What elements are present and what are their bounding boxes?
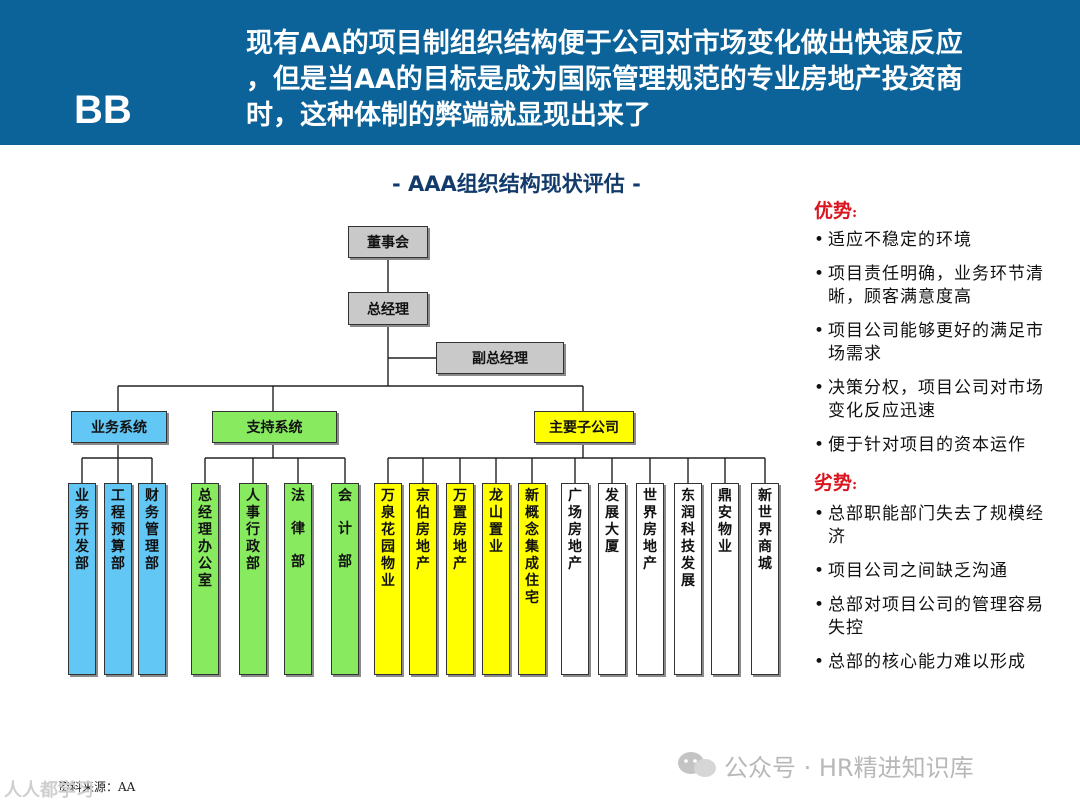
org-unit-label: 新概念集成住宅: [525, 488, 539, 606]
advantage-item: 便于针对项目的资本运作: [814, 434, 1046, 457]
org-unit-support: 总经理办公室: [191, 483, 219, 675]
disadvantages-heading: 劣势:: [814, 468, 1046, 495]
org-unit-subsidiary-main: 龙山置业: [482, 483, 510, 675]
org-box-business-system: 业务系统: [71, 411, 167, 443]
header-bar: BB 现有AA的项目制组织结构便于公司对市场变化做出快速反应 ，但是当AA的目标…: [0, 0, 1080, 145]
org-unit-label: 总经理办公室: [198, 488, 212, 589]
source-note: 资料来源：AA: [58, 780, 136, 794]
assessment-panel: 优势: 适应不稳定的环境 项目责任明确，业务环节清晰，顾客满意度高 项目公司能够…: [814, 196, 1046, 685]
advantage-item: 决策分权，项目公司对市场变化反应迅速: [814, 377, 1046, 423]
org-unit-support: 法律部: [284, 483, 312, 675]
org-unit-label: 世界房地产: [643, 488, 657, 572]
org-unit-label: 新世界商城: [758, 488, 772, 572]
org-unit-business: 财务管理部: [138, 483, 166, 675]
org-unit-support: 会计部: [331, 483, 359, 675]
advantages-heading: 优势:: [814, 196, 1046, 223]
org-unit-subsidiary-other: 鼎安物业: [711, 483, 739, 675]
disadvantage-item: 项目公司之间缺乏沟通: [814, 560, 1046, 583]
org-unit-label: 万置房地产: [453, 488, 467, 572]
disadvantage-item: 总部的核心能力难以形成: [814, 651, 1046, 674]
org-unit-label: 人事行政部: [246, 488, 260, 572]
org-unit-label: 鼎安物业: [718, 488, 732, 555]
disadvantage-item: 总部对项目公司的管理容易失控: [814, 594, 1046, 640]
org-box-deputy-general-manager: 副总经理: [436, 342, 564, 374]
org-unit-support: 人事行政部: [239, 483, 267, 675]
org-unit-subsidiary-other: 新世界商城: [751, 483, 779, 675]
org-unit-subsidiary-main: 万置房地产: [446, 483, 474, 675]
org-unit-label: 广场房地产: [568, 488, 582, 572]
org-unit-subsidiary-other: 世界房地产: [636, 483, 664, 675]
org-unit-label org-unit-spaced: 法律部: [291, 488, 305, 570]
org-unit-subsidiary-main: 万泉花园物业: [374, 483, 402, 675]
org-unit-label: 东润科技发展: [681, 488, 695, 589]
org-connector-lines: [81, 258, 766, 483]
header-title: 现有AA的项目制组织结构便于公司对市场变化做出快速反应 ，但是当AA的目标是成为…: [246, 26, 1056, 134]
org-unit-subsidiary-other: 东润科技发展: [674, 483, 702, 675]
header-title-line: ，但是当AA的目标是成为国际管理规范的专业房地产投资商: [246, 64, 963, 95]
advantage-item: 适应不稳定的环境: [814, 229, 1046, 252]
header-title-line: 时，这种体制的弊端就显现出来了: [246, 100, 651, 131]
org-box-general-manager: 总经理: [348, 292, 428, 325]
advantages-title: 优势: [814, 200, 853, 222]
org-box-main-subsidiaries: 主要子公司: [534, 411, 634, 443]
advantage-item: 项目责任明确，业务环节清晰，顾客满意度高: [814, 263, 1046, 309]
org-box-support-system: 支持系统: [212, 411, 337, 443]
disadvantages-colon: :: [852, 477, 858, 493]
wechat-icon: [678, 752, 716, 777]
disadvantages-title: 劣势: [814, 472, 853, 494]
org-unit-subsidiary-main: 京伯房地产: [409, 483, 437, 675]
org-unit-label: 业务开发部: [75, 488, 89, 572]
org-box-board: 董事会: [348, 226, 428, 258]
org-unit-label: 财务管理部: [145, 488, 159, 572]
org-unit-subsidiary-other: 广场房地产: [561, 483, 589, 675]
disadvantage-item: 总部职能部门失去了规模经济: [814, 503, 1046, 549]
org-unit-label org-unit-spaced: 会计部: [338, 488, 352, 570]
advantage-item: 项目公司能够更好的满足市场需求: [814, 320, 1046, 366]
org-unit-label: 京伯房地产: [416, 488, 430, 572]
org-unit-label: 万泉花园物业: [381, 488, 395, 589]
org-unit-business: 业务开发部: [68, 483, 96, 675]
corner-logo: 人人都学习: [4, 780, 94, 801]
org-unit-label: 工程预算部: [111, 488, 125, 572]
watermark-text: 公众号 · HR精进知识库: [724, 754, 974, 782]
advantages-colon: :: [852, 205, 858, 221]
org-unit-business: 工程预算部: [104, 483, 132, 675]
header-tag: BB: [74, 88, 132, 132]
org-unit-label: 发展大厦: [605, 488, 619, 555]
header-title-line: 现有AA的项目制组织结构便于公司对市场变化做出快速反应: [246, 28, 963, 59]
org-unit-label: 龙山置业: [489, 488, 503, 555]
diagram-subtitle: - AAA组织结构现状评估 -: [392, 172, 641, 196]
org-unit-subsidiary-other: 发展大厦: [598, 483, 626, 675]
org-unit-subsidiary-main: 新概念集成住宅: [518, 483, 546, 675]
